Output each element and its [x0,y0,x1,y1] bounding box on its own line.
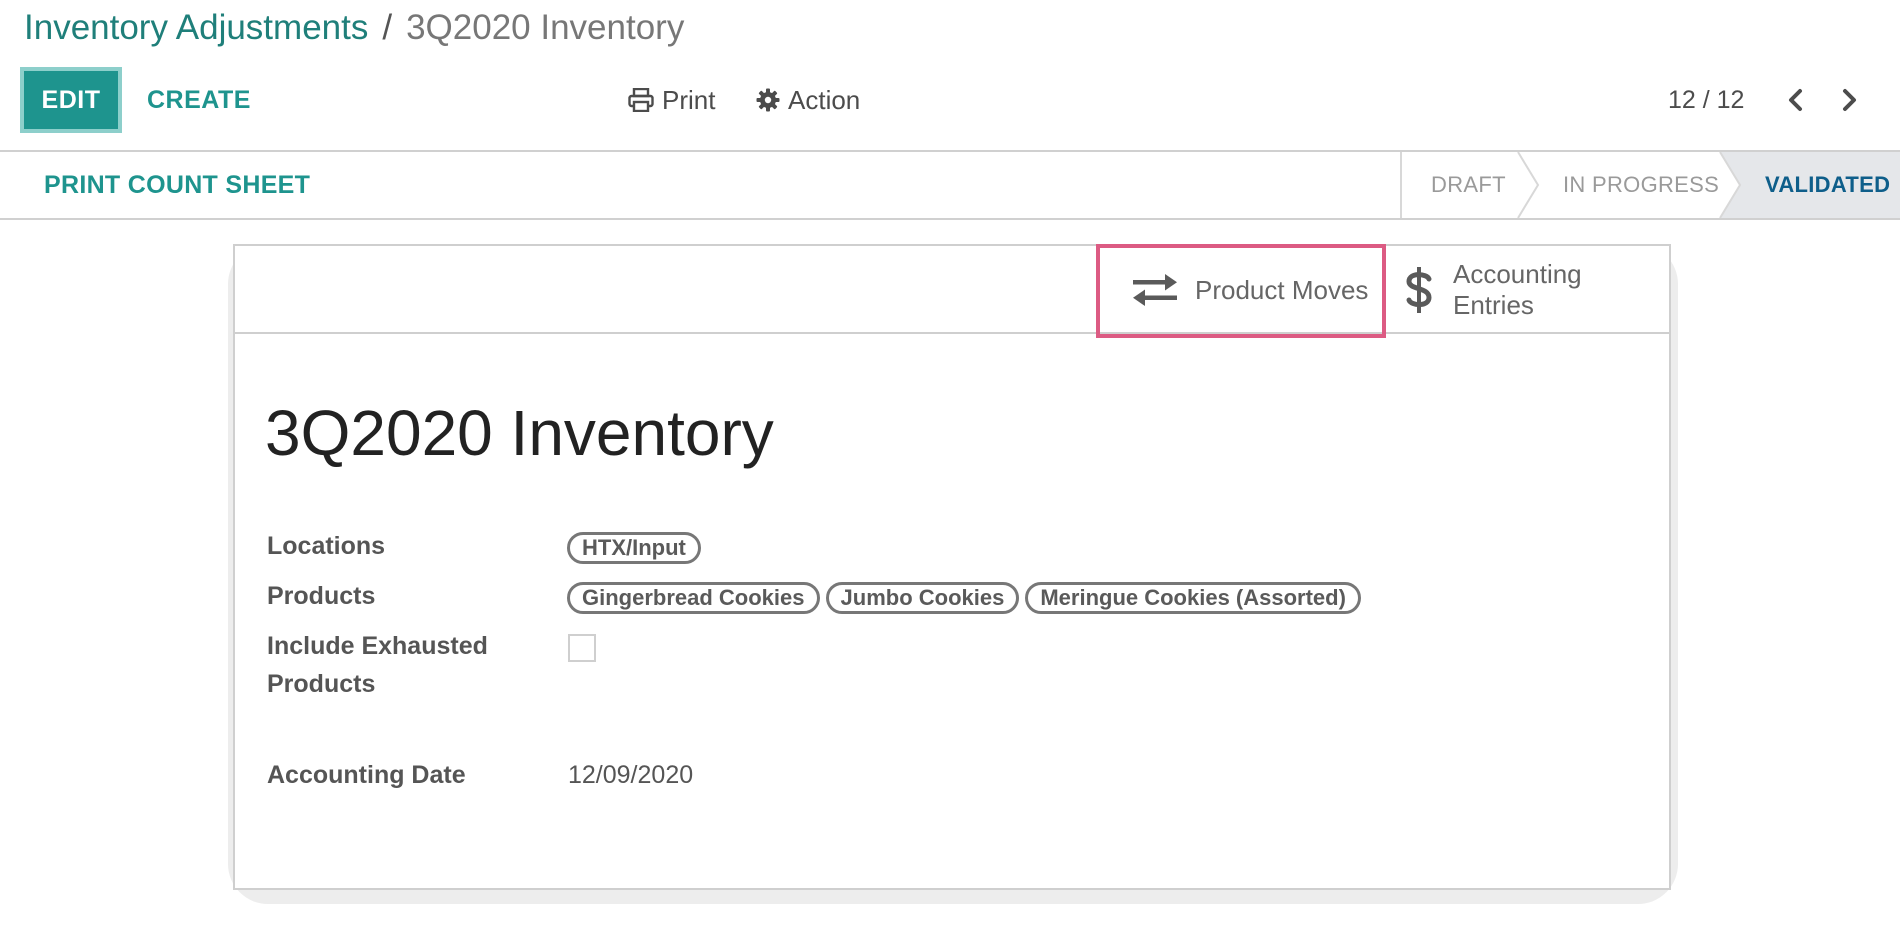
stage-in-progress[interactable]: IN PROGRESS [1563,172,1720,197]
breadcrumb-parent-link[interactable]: Inventory Adjustments [24,8,369,47]
record-title: 3Q2020 Inventory [265,397,774,469]
pager-next-button[interactable] [1834,84,1866,116]
pager-value[interactable]: 12 / 12 [1668,85,1745,114]
edit-button[interactable]: EDIT [20,67,122,133]
products-tags: Gingerbread Cookies Jumbo Cookies Mering… [567,582,1361,614]
print-count-sheet-button[interactable]: PRINT COUNT SHEET [44,170,311,199]
product-tag[interactable]: Gingerbread Cookies [567,582,820,614]
stage-divider [1400,152,1402,218]
include-exhausted-label: Include Exhausted Products [267,627,488,703]
product-tag[interactable]: Meringue Cookies (Assorted) [1025,582,1361,614]
stage-pipeline: DRAFT IN PROGRESS VALIDATED [1400,152,1900,218]
dollar-icon [1406,267,1432,313]
location-tag[interactable]: HTX/Input [567,532,701,564]
breadcrumb: Inventory Adjustments / 3Q2020 Inventory [24,6,684,50]
stage-arrows [1517,152,1900,218]
include-exhausted-checkbox[interactable] [568,634,596,662]
accounting-entries-button[interactable]: Accounting Entries [1385,246,1669,334]
breadcrumb-current: 3Q2020 Inventory [406,8,685,47]
print-label: Print [662,84,716,115]
chevron-left-icon [1789,89,1802,111]
accounting-entries-label-line2: Entries [1453,290,1534,320]
action-label: Action [788,84,861,115]
accounting-date-label: Accounting Date [267,761,466,789]
product-moves-button[interactable]: Product Moves [1097,246,1379,334]
control-panel: Inventory Adjustments / 3Q2020 Inventory… [0,0,1900,150]
products-label: Products [267,582,376,610]
print-menu-button[interactable]: Print [628,80,715,120]
accounting-entries-label: Accounting Entries [1453,259,1582,321]
exchange-arrows-icon [1133,274,1177,306]
include-exhausted-label-line1: Include Exhausted [267,632,488,660]
printer-icon [628,88,654,112]
pager-previous-button[interactable] [1779,84,1811,116]
locations-label: Locations [267,532,386,560]
accounting-entries-label-line1: Accounting [1453,259,1582,289]
include-exhausted-label-line2: Products [267,670,376,698]
action-menu-button[interactable]: Action [756,80,860,120]
stage-draft[interactable]: DRAFT [1431,172,1506,197]
chevron-right-icon [1843,89,1856,111]
accounting-date-value: 12/09/2020 [568,761,694,789]
create-button[interactable]: CREATE [147,85,251,114]
gear-icon [756,88,780,112]
breadcrumb-separator: / [382,8,393,47]
form-sheet: Product Moves Accounting Entries 3Q2020 … [233,244,1671,890]
smart-button-box: Product Moves Accounting Entries [235,244,1669,338]
product-tag[interactable]: Jumbo Cookies [825,582,1020,614]
locations-tags: HTX/Input [567,532,701,564]
product-moves-label: Product Moves [1195,274,1369,305]
stage-validated[interactable]: VALIDATED [1765,172,1891,197]
status-bar: PRINT COUNT SHEET DRAFT IN PROGRESS VALI… [0,150,1900,220]
